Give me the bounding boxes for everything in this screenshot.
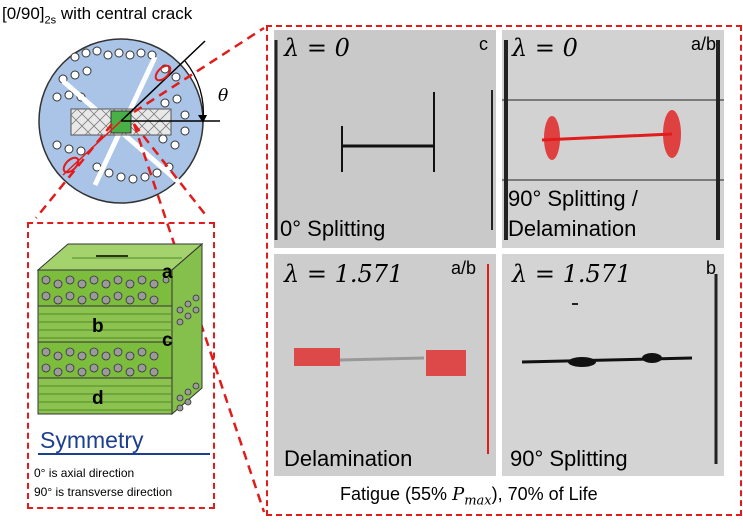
panel-top-right: λ = 0 a/b 90° Splitting / Delamination: [502, 30, 724, 248]
lambda-label: λ = 1.571: [284, 260, 403, 289]
angle-arrowhead: [198, 115, 207, 123]
symmetry-line: [38, 453, 210, 455]
panel-bottom-right: λ = 1.571 b 90° Splitting: [502, 254, 724, 476]
angle-label: θ: [218, 86, 228, 106]
damage-caption: 90° Splitting: [510, 446, 628, 471]
figure-title: [0/90]2s with central crack: [2, 4, 192, 26]
panel-top-left: λ = 0 c 0° Splitting: [274, 30, 496, 248]
layer-tag: b: [705, 258, 716, 278]
layer-d: [37, 377, 173, 415]
damage-caption-2: Delamination: [508, 216, 637, 241]
crack-image: [502, 40, 724, 240]
lambda-text: λ = 0: [512, 34, 578, 62]
fiber-stripes: [38, 257, 182, 411]
layer-label-a: a: [162, 262, 173, 283]
title-main: [0/90]: [2, 4, 45, 23]
symmetry-label: Symmetry: [40, 427, 144, 453]
transverse-note: 90° is transverse direction: [34, 485, 173, 499]
lambda-label: λ = 1.571: [512, 260, 631, 289]
layer-b: [37, 305, 173, 343]
crack-image: [294, 264, 489, 454]
panel-bottom-left: λ = 1.571 a/b Delamination: [274, 254, 496, 476]
layer-label-b: b: [92, 316, 104, 337]
angle-symbol: θ: [218, 86, 229, 106]
fatigue-prefix: Fatigue (55%: [340, 484, 453, 504]
layer-label-c: c: [162, 330, 173, 351]
lambda-text: λ = 1.571: [512, 260, 632, 288]
pmax-symbol: P: [452, 484, 465, 505]
bolt-holes: [52, 46, 190, 184]
title-subscript: 2s: [44, 14, 57, 27]
crack-image: [521, 274, 718, 464]
layup-frame: [27, 222, 215, 509]
crack-image: [274, 40, 493, 240]
fatigue-caption: Fatigue (55% Pmax), 70% of Life: [340, 484, 598, 509]
fiber-ends: [41, 275, 200, 412]
lambda-label: λ = 0: [512, 34, 578, 63]
results-frame: [266, 25, 742, 516]
lambda-text: λ = 1.571: [284, 260, 404, 288]
pmax-subscript: max: [464, 493, 492, 509]
layer-label-d: d: [92, 388, 104, 409]
angle-line: [120, 40, 206, 122]
damage-caption: 0° Splitting: [280, 216, 386, 241]
layer-tag: a/b: [450, 258, 476, 278]
layer-tag: a/b: [690, 34, 716, 54]
title-rest: with central crack: [56, 4, 193, 23]
damage-caption: 90° Splitting /: [508, 186, 638, 211]
fatigue-suffix: ), 70% of Life: [491, 484, 598, 504]
lambda-label: λ = 0: [284, 34, 350, 63]
axial-note: 0° is axial direction: [34, 466, 135, 480]
layup-block: [36, 242, 204, 416]
lambda-text: λ = 0: [284, 34, 350, 62]
marker-bottom: [62, 156, 80, 174]
layer-tag: c: [479, 34, 488, 54]
damage-caption: Delamination: [284, 446, 413, 471]
marker-top: [154, 64, 172, 82]
